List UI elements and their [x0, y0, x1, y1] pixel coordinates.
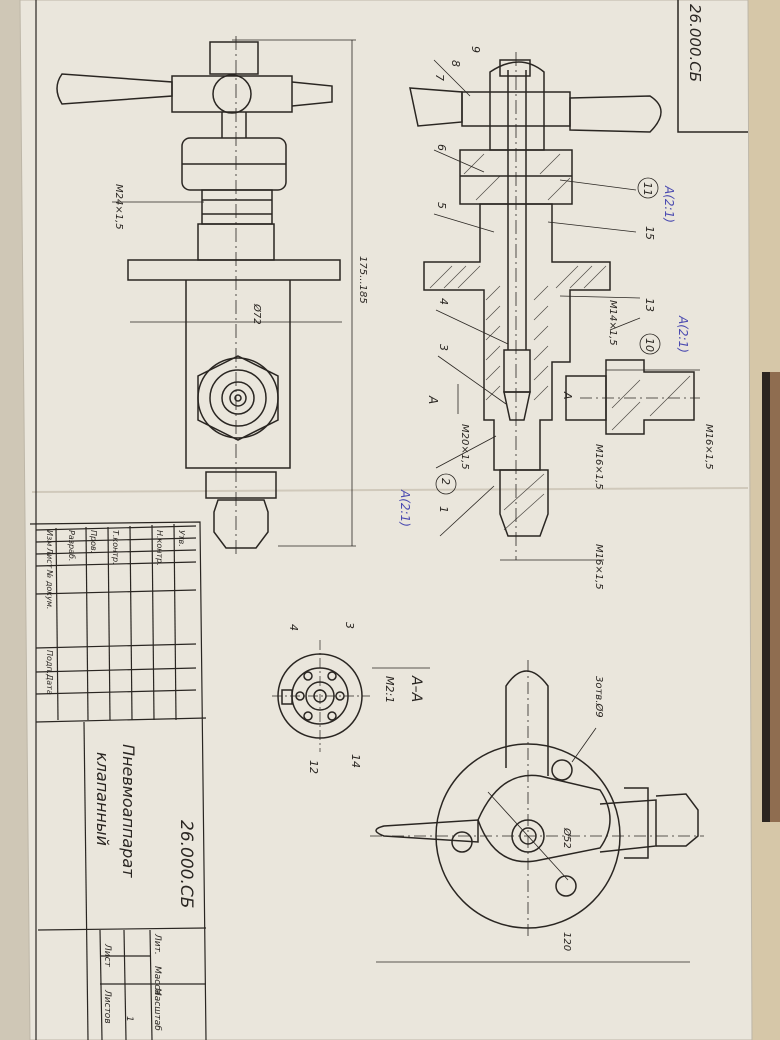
tb-sheets: Листов — [102, 990, 112, 1024]
balloon-6: 6 — [435, 144, 448, 151]
balloon-13: 13 — [643, 298, 656, 312]
section-hatching — [429, 153, 691, 531]
section-marker: А — [426, 396, 440, 405]
balloon-11: 11 — [641, 182, 654, 196]
dim-m14: М14×1,5 — [607, 300, 618, 346]
dim-holes: 3отв.Ø9 — [593, 676, 604, 718]
section-a-a — [272, 640, 430, 752]
balloon-5: 5 — [435, 202, 448, 209]
balloon-9: 9 — [469, 46, 482, 53]
tb-header-list: Лист — [45, 548, 54, 569]
handwritten-note-c: А(2:1) — [398, 490, 412, 527]
doc-number-block: 26.000.СБ — [176, 820, 196, 909]
dim-d120: 120 — [561, 932, 572, 952]
tb-row-nkontr: Н.контр. — [155, 530, 164, 566]
balloon-3: 3 — [437, 344, 450, 351]
dim-m16-b: М16×1,5 — [593, 444, 604, 490]
section-label: А–А — [408, 676, 424, 703]
dim-d72: Ø72 — [251, 304, 262, 325]
tb-scale: Масштаб — [152, 988, 162, 1031]
top-view — [370, 660, 704, 963]
tb-header-doc: № докум. — [45, 570, 54, 610]
tb-header-izm: Изм — [45, 530, 54, 547]
balloon-14: 14 — [349, 754, 362, 768]
balloon-4-section: 4 — [287, 624, 300, 631]
drawing-title-2: клапанный — [93, 752, 112, 846]
section-leaders — [433, 59, 700, 561]
section-scale: М2:1 — [383, 676, 396, 704]
front-view-dimensions — [112, 39, 356, 547]
balloon-15: 15 — [643, 226, 656, 240]
dim-d52: Ø52 — [561, 828, 572, 849]
front-view — [56, 36, 341, 558]
balloon-1: 1 — [437, 506, 450, 513]
doc-number-top: 26.000.СБ — [686, 4, 704, 83]
tb-row-tkontr: Т.контр. — [111, 530, 120, 565]
balloon-3-section: 3 — [343, 622, 356, 629]
dim-m16-a: М16×1,5 — [703, 424, 714, 470]
handwritten-note-b: А(2:1) — [676, 316, 690, 353]
balloon-12: 12 — [307, 760, 320, 774]
title-block — [29, 521, 207, 1040]
tb-row-prov: Пров. — [89, 530, 98, 554]
tb-row-utv: Утв. — [177, 530, 186, 547]
balloon-2: 2 — [439, 478, 452, 485]
tb-header-sign: Подп. — [45, 650, 54, 675]
tb-header-date: Дата — [45, 674, 54, 695]
balloon-8: 8 — [449, 60, 462, 67]
section-marker-b: А — [561, 392, 574, 400]
section-view — [409, 52, 700, 560]
dim-m24: М24×1,5 — [113, 184, 124, 230]
dim-m16-c: М16×1,5 — [593, 544, 604, 590]
tb-row-razrab: Разраб. — [67, 530, 76, 562]
tb-lit: Лит. — [152, 934, 162, 955]
dim-overall: 175...185 — [357, 256, 368, 304]
balloon-7: 7 — [433, 74, 446, 81]
balloon-10: 10 — [643, 338, 656, 352]
balloon-4: 4 — [437, 298, 450, 305]
dim-m20: М20×1,5 — [459, 424, 470, 470]
paper-sheet — [20, 0, 752, 1040]
tb-sheet: Лист — [102, 944, 112, 967]
handwritten-note-a: А(2:1) — [662, 186, 676, 223]
drawing-title-1: Пневмоаппарат — [119, 744, 138, 878]
tb-sheets-count: 1 — [124, 1016, 134, 1022]
